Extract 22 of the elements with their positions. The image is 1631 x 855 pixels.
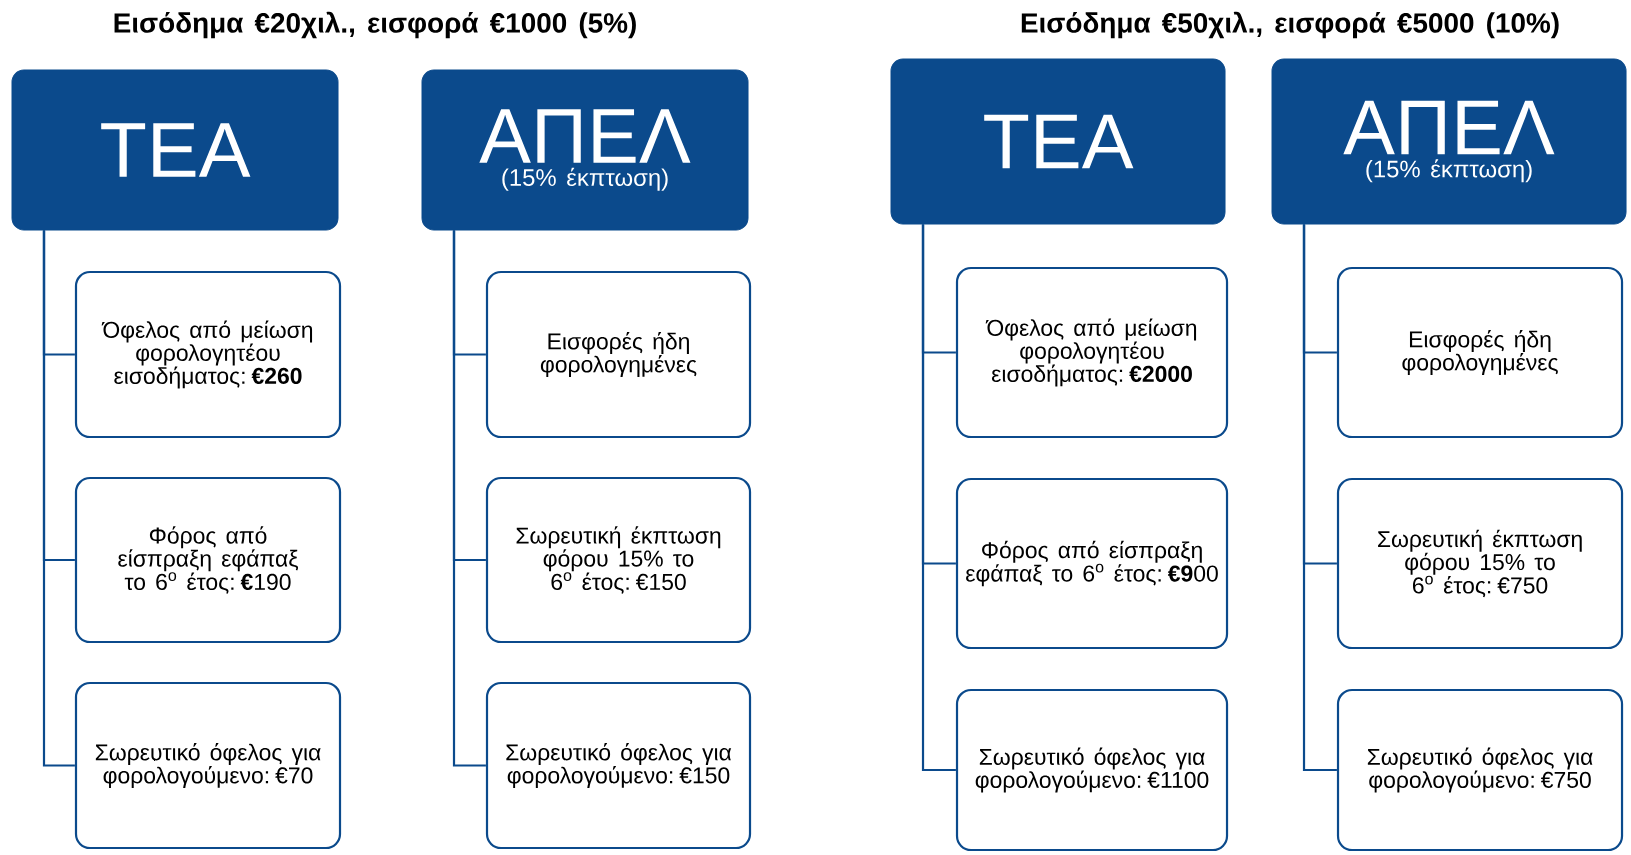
header-box: ΤΕΑ — [11, 69, 339, 231]
connector-line — [921, 224, 956, 772]
text-box: Σωρευτική έκπτωση φόρου 15% το 6$^{ο}$ έτος: €750 — [1336, 477, 1624, 650]
header-box: ΑΠΕΛ (15% έκπτωση) — [1271, 58, 1627, 225]
text-box: Φόρος από είσπραξη εφάπαξ το 6$^{ο}$ έτος: €900 — [955, 477, 1229, 650]
text-box: Φόρος από είσπραξη εφάπαξ το 6$^{ο}$ έτος: €190 — [74, 476, 342, 644]
connector-line — [452, 230, 486, 767]
text-box: Σωρευτικό όφελος για φορολογούμενο: €150 — [485, 681, 752, 850]
text-box: Όφελος από μείωση φορολογητέου εισοδήματος: €2000 — [955, 266, 1229, 439]
text-box: Σωρευτικό όφελος για φορολογούμενο: €1100 — [955, 688, 1229, 852]
text-box: Σωρευτικό όφελος για φορολογούμενο: €750 — [1336, 688, 1624, 852]
connector-line — [42, 230, 75, 767]
heading: Εισόδημα €50χιλ., εισφορά €5000 (10%) — [1021, 11, 1559, 39]
text-box: Σωρευτικό όφελος για φορολογούμενο: €70 — [74, 681, 342, 850]
text-box: Εισφορές ήδη φορολογημένες — [485, 270, 752, 439]
text-box: Εισφορές ήδη φορολογημένες — [1336, 266, 1624, 439]
text-box: Όφελος από μείωση φορολογητέου εισοδήματος: €260 — [74, 270, 342, 439]
text-box: Σωρευτική έκπτωση φόρου 15% το 6$^{ο}$ έτος: €150 — [485, 476, 752, 644]
heading: Εισόδημα €20χιλ., εισφορά €1000 (5%) — [114, 11, 636, 39]
header-box: ΑΠΕΛ (15% έκπτωση) — [421, 69, 749, 231]
header-box: ΤΕΑ — [890, 58, 1226, 225]
connector-line — [1302, 224, 1337, 772]
